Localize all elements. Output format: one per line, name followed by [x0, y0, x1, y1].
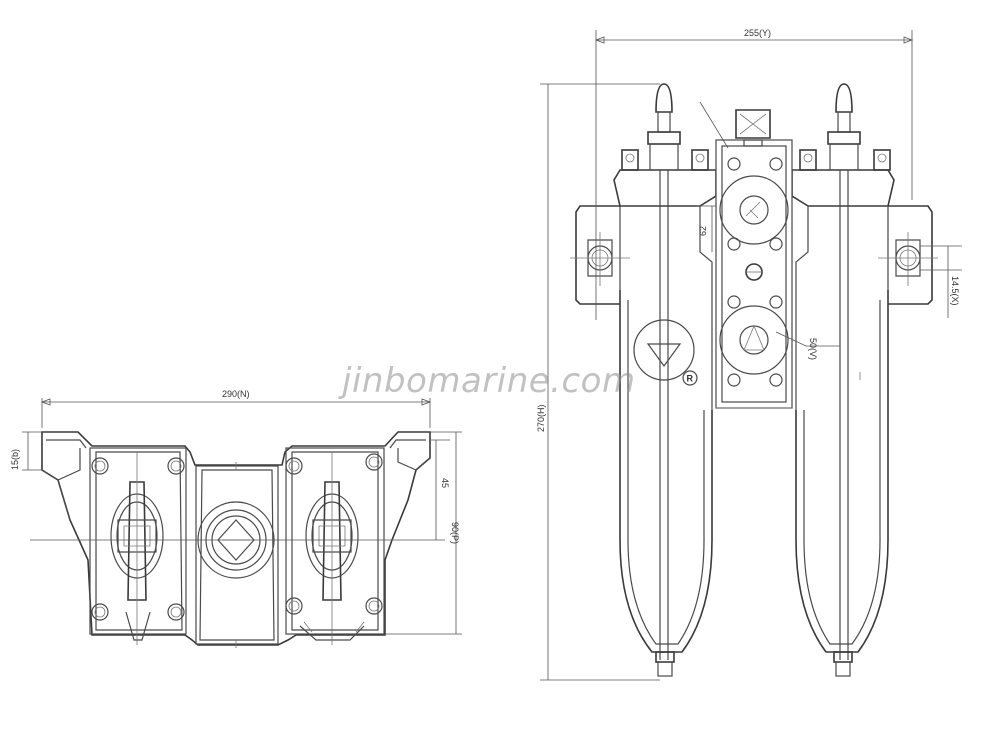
center-indicator [197, 462, 275, 648]
bolt-top-left [91, 457, 109, 475]
dim-50: 50(V) [808, 338, 818, 360]
bolt-bottom-right-2 [365, 597, 383, 615]
cap-left [647, 83, 681, 171]
bolt-top-left-2 [167, 457, 185, 475]
lug-right [878, 205, 938, 305]
dim-height-small: 15(b) [10, 449, 20, 470]
head-nuts [621, 149, 891, 171]
top-view-filter [30, 431, 445, 648]
dim-14-5: 14.5(X) [950, 276, 960, 306]
bolt-top-right-2 [365, 453, 383, 471]
bolt-bottom-right [285, 597, 303, 615]
dim-height-left: 90(P) [450, 522, 460, 544]
bolt-bottom-left-2 [167, 603, 185, 621]
dim-height-total: 270(H) [536, 404, 546, 432]
center-valve-body [715, 109, 793, 409]
dim-width-right: 255(Y) [744, 28, 771, 38]
cap-right [827, 83, 861, 171]
dim-height-mid: 45 [440, 478, 450, 488]
bolt-top-right [285, 457, 303, 475]
bolt-bottom-left [91, 603, 109, 621]
watermark: jinbomarine.com [338, 361, 636, 401]
top-view-outline [41, 431, 431, 646]
left-dimensions: 290(N) 15(b) 45 90(P) [10, 389, 462, 635]
front-view-filter: R [570, 83, 938, 677]
flow-symbol: R [633, 319, 698, 386]
dim-width-left: 290(N) [222, 389, 250, 399]
dim-62: 62 [698, 226, 708, 236]
lug-left [570, 205, 630, 305]
right-dimensions: 255(Y) 270(H) 62 14.5(X) 50(V) [536, 28, 962, 681]
marker-r: R [687, 374, 694, 384]
